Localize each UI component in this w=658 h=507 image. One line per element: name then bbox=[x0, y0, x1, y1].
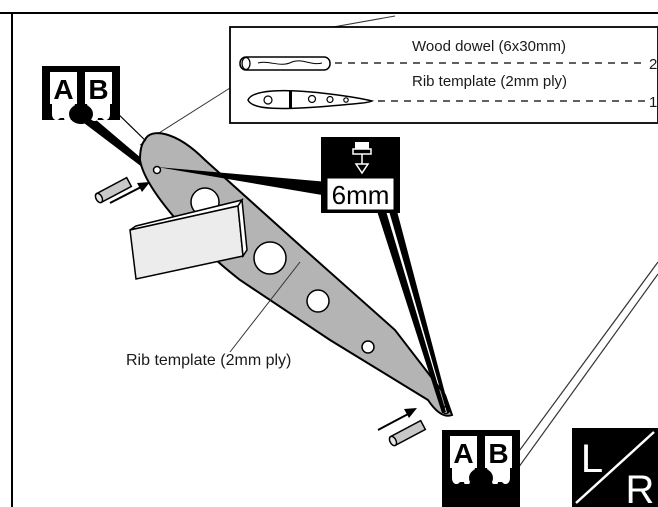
side-left-label: L bbox=[581, 437, 603, 481]
wood-block bbox=[129, 197, 248, 280]
glue-a-label-bottom: A bbox=[453, 438, 473, 469]
dowel-icon bbox=[239, 56, 331, 71]
glue-b-label: B bbox=[88, 74, 108, 105]
lightening-hole-3 bbox=[306, 289, 330, 313]
parts-qty-rib: 1 bbox=[649, 94, 657, 111]
glue-marker-top: A B bbox=[42, 66, 120, 124]
drill-size-label: 6mm bbox=[332, 180, 390, 210]
drill-bit-icon bbox=[352, 142, 372, 175]
parts-qty-dowel: 2 bbox=[649, 56, 657, 73]
dowel-hole-front bbox=[152, 165, 162, 175]
lightening-hole-2 bbox=[253, 241, 287, 275]
dowel-top bbox=[94, 176, 150, 204]
drill-callout: 6mm bbox=[321, 137, 400, 213]
parts-item-rib: Rib template (2mm ply) bbox=[412, 73, 567, 90]
glue-a-label: A bbox=[53, 74, 73, 105]
parts-item-dowel: Wood dowel (6x30mm) bbox=[412, 38, 566, 55]
dowel-bottom bbox=[377, 408, 427, 447]
lightening-hole-4 bbox=[361, 340, 375, 354]
left-right-badge: L R bbox=[572, 428, 658, 507]
parts-list-box: Wood dowel (6x30mm) 2 Rib template (2mm … bbox=[229, 26, 658, 124]
rib-outline bbox=[138, 132, 454, 417]
glue-marker-bottom: A B bbox=[442, 430, 520, 507]
rib-template bbox=[138, 132, 454, 417]
rib-template-label: Rib template (2mm ply) bbox=[126, 352, 291, 369]
glue-b-label-bottom: B bbox=[488, 438, 508, 469]
leader-lines-drill bbox=[157, 167, 450, 413]
side-right-label: R bbox=[626, 468, 655, 507]
